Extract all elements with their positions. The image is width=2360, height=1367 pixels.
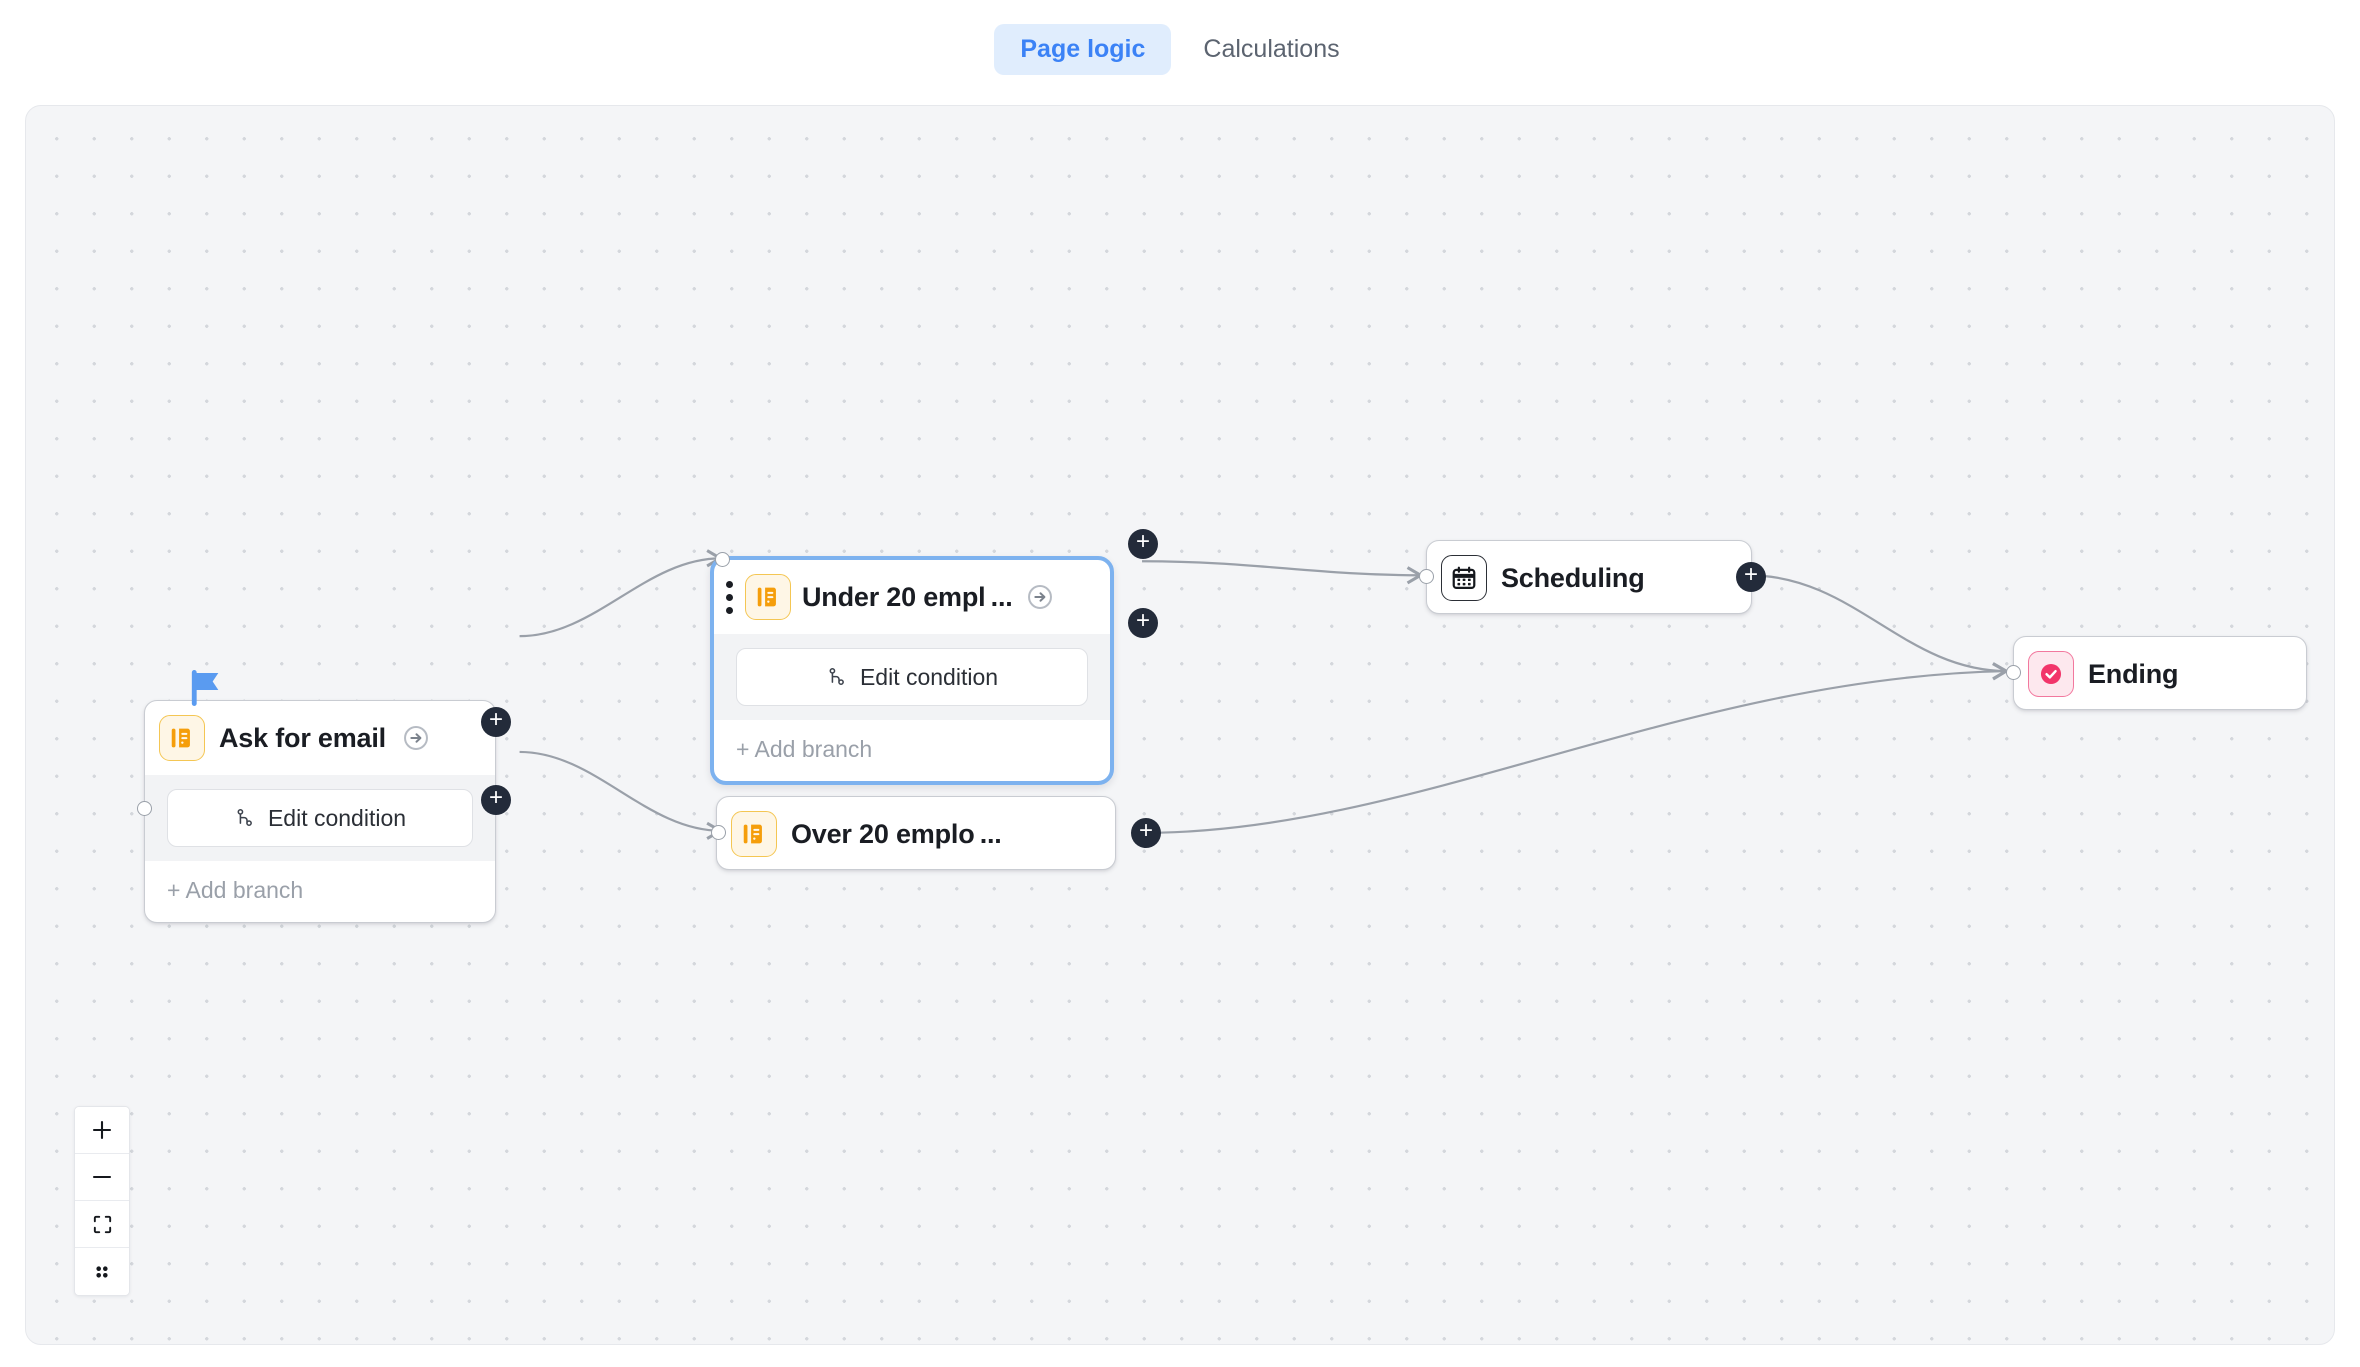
more-vertical-icon[interactable] [724,580,734,614]
add-branch-button[interactable]: + Add branch [736,736,873,762]
zoom-out-button[interactable] [75,1154,129,1201]
node-header: Scheduling [1427,541,1751,615]
fit-view-button[interactable] [75,1201,129,1248]
add-branch-button[interactable]: + Add branch [167,877,304,903]
edit-condition-button[interactable]: Edit condition [167,789,473,847]
node-input-port[interactable] [2006,665,2021,680]
add-node-handle[interactable]: + [1131,818,1161,848]
node-under-20-employees[interactable]: Under 20 empl ... Edit condition + Add b… [710,556,1114,785]
tab-page-logic[interactable]: Page logic [994,23,1172,75]
form-icon [159,715,205,761]
node-header: Ask for email [145,701,495,775]
git-branch-icon [829,667,844,686]
edit-condition-button[interactable]: Edit condition [736,648,1088,706]
plus-icon [92,1120,112,1140]
node-scheduling[interactable]: Scheduling [1426,540,1752,614]
view-tabs: Page logic Calculations [0,0,2360,98]
arrow-circle-right-icon[interactable] [1026,583,1054,611]
fit-screen-icon [93,1215,111,1233]
node-over-20-employees[interactable]: Over 20 emplo ... [716,796,1116,870]
node-title: Under 20 empl ... [802,581,1013,612]
add-node-handle-branch[interactable]: + [1128,608,1158,638]
node-title: Over 20 emplo ... [791,818,1002,849]
node-ending[interactable]: Ending [2013,636,2307,710]
toggle-grid-button[interactable] [75,1248,129,1295]
grid-dots-icon [96,1265,108,1278]
node-header: Under 20 empl ... [714,560,1110,634]
arrow-circle-right-icon[interactable] [402,724,430,752]
node-title: Ending [2088,658,2179,689]
zoom-controls [74,1106,130,1296]
tab-calculations[interactable]: Calculations [1203,34,1340,63]
form-icon [745,574,791,620]
node-title: Ask for email [219,722,386,753]
node-header: Ending [2014,637,2306,711]
add-node-handle-branch[interactable]: + [481,785,511,815]
branch-strip: Edit condition [145,775,495,861]
edit-condition-label: Edit condition [267,804,407,831]
node-input-port[interactable] [711,825,726,840]
add-node-handle[interactable]: + [1736,562,1766,592]
node-input-port[interactable] [715,552,730,567]
check-circle-icon [2028,651,2074,697]
node-title: Scheduling [1501,562,1645,593]
node-input-port[interactable] [1419,569,1434,584]
form-icon [731,811,777,857]
add-node-handle-top[interactable]: + [1128,529,1158,559]
branch-strip: Edit condition [714,634,1110,720]
node-input-port[interactable] [137,801,152,816]
minus-icon [92,1175,112,1179]
zoom-in-button[interactable] [75,1107,129,1154]
node-ask-for-email[interactable]: Ask for email Edit condition + Add branc… [144,700,496,923]
flag-icon [191,670,219,706]
flow-canvas[interactable]: Ask for email Edit condition + Add branc… [25,105,2335,1345]
git-branch-icon [237,808,252,827]
node-header: Over 20 emplo ... [717,797,1115,871]
edit-condition-label: Edit condition [859,663,999,690]
calendar-icon [1441,555,1487,601]
add-node-handle-top[interactable]: + [481,707,511,737]
